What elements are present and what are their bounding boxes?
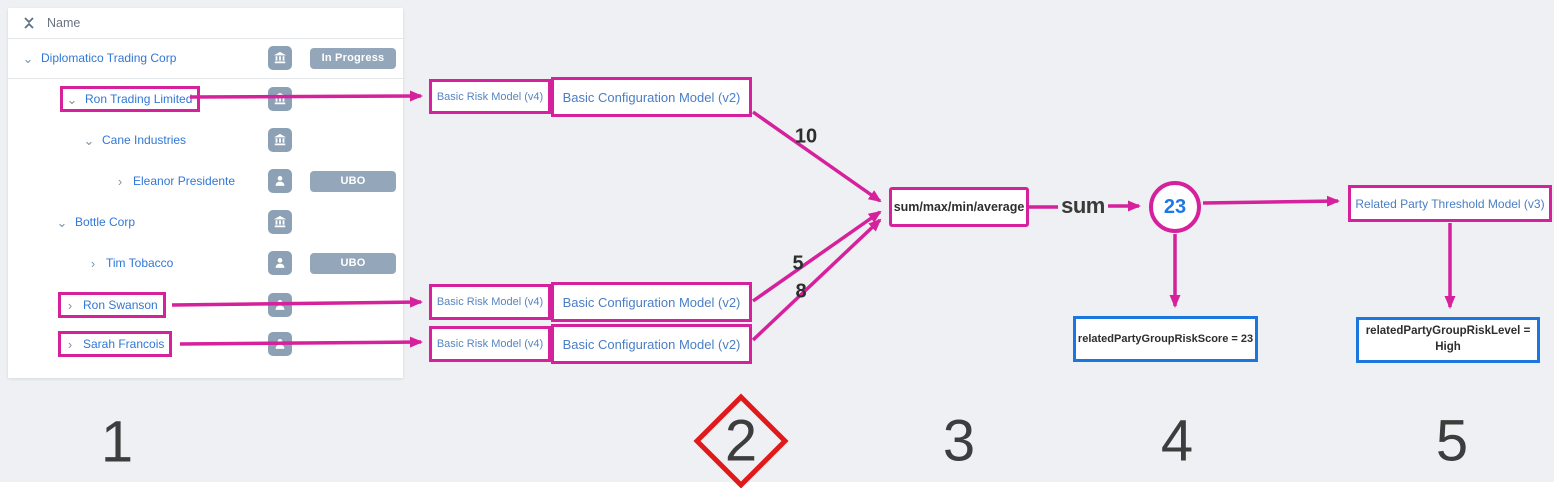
collapse-all-icon[interactable] bbox=[23, 16, 35, 30]
highlight-box: › Sarah Francois bbox=[58, 331, 173, 357]
bottom-strip bbox=[0, 482, 1554, 488]
highlight-box: ⌄ Ron Trading Limited bbox=[60, 86, 201, 112]
entity-name-link[interactable]: Eleanor Presidente bbox=[133, 174, 236, 188]
chevron-down-icon[interactable]: ⌄ bbox=[83, 132, 95, 148]
related-parties-panel: Name ⌄ Diplomatico Trading Corp In Progr… bbox=[8, 8, 403, 378]
entity-name-link[interactable]: Ron Swanson bbox=[83, 298, 158, 312]
aggregate-function-box: sum/max/min/average bbox=[889, 187, 1029, 227]
ubo-badge: UBO bbox=[310, 252, 396, 274]
step-number-4: 4 bbox=[1160, 408, 1194, 474]
step-number-1: 1 bbox=[100, 409, 134, 475]
edge-value-5: 5 bbox=[792, 252, 804, 275]
tree-row-sarah-francois[interactable]: › Sarah Francois bbox=[8, 329, 403, 359]
selected-aggregate-label: sum bbox=[1061, 193, 1105, 218]
edge-value-10: 10 bbox=[794, 125, 818, 148]
tree-row-eleanor-presidente[interactable]: › Eleanor Presidente UBO bbox=[8, 166, 403, 196]
risk-model-box-ron-swanson: Basic Risk Model (v4) bbox=[429, 284, 551, 320]
chevron-right-icon[interactable]: › bbox=[117, 173, 123, 189]
edge-value-8: 8 bbox=[795, 280, 807, 303]
person-icon bbox=[268, 293, 292, 317]
chevron-right-icon[interactable]: › bbox=[90, 255, 96, 271]
entity-name-link[interactable]: Tim Tobacco bbox=[106, 256, 174, 270]
chevron-down-icon[interactable]: ⌄ bbox=[66, 91, 78, 107]
step-number-2: 2 bbox=[724, 408, 758, 474]
risk-level-output-box: relatedPartyGroupRiskLevel = High bbox=[1356, 317, 1540, 363]
name-column-header: Name bbox=[47, 16, 81, 30]
risk-model-box-ron-trading: Basic Risk Model (v4) bbox=[429, 79, 551, 114]
person-icon bbox=[268, 169, 292, 193]
chevron-down-icon[interactable]: ⌄ bbox=[22, 50, 34, 66]
building-icon bbox=[268, 210, 292, 234]
chevron-right-icon[interactable]: › bbox=[67, 297, 73, 313]
chevron-right-icon[interactable]: › bbox=[67, 336, 73, 352]
threshold-model-box: Related Party Threshold Model (v3) bbox=[1348, 185, 1552, 222]
tree-row-tim-tobacco[interactable]: › Tim Tobacco UBO bbox=[8, 248, 403, 278]
tree-row-cane-industries[interactable]: ⌄ Cane Industries bbox=[8, 125, 403, 155]
tree-row-ron-trading-limited[interactable]: ⌄ Ron Trading Limited bbox=[8, 84, 403, 114]
building-icon bbox=[268, 87, 292, 111]
risk-model-box-sarah-francois: Basic Risk Model (v4) bbox=[429, 326, 551, 362]
building-icon bbox=[268, 128, 292, 152]
entity-name-link[interactable]: Sarah Francois bbox=[83, 337, 165, 351]
highlight-box: › Ron Swanson bbox=[58, 292, 166, 318]
divider bbox=[8, 38, 403, 39]
entity-name-link[interactable]: Ron Trading Limited bbox=[85, 92, 193, 106]
config-model-box-ron-swanson: Basic Configuration Model (v2) bbox=[551, 282, 752, 322]
tree-row-diplomatico-trading-corp[interactable]: ⌄ Diplomatico Trading Corp In Progress bbox=[8, 43, 403, 73]
config-model-box-sarah-francois: Basic Configuration Model (v2) bbox=[551, 324, 752, 364]
divider bbox=[8, 78, 403, 79]
person-icon bbox=[268, 332, 292, 356]
risk-score-output-box: relatedPartyGroupRiskScore = 23 bbox=[1073, 316, 1258, 362]
group-score-circle: 23 bbox=[1149, 181, 1201, 233]
tree-row-bottle-corp[interactable]: ⌄ Bottle Corp bbox=[8, 207, 403, 237]
entity-name-link[interactable]: Diplomatico Trading Corp bbox=[41, 51, 177, 65]
chevron-down-icon[interactable]: ⌄ bbox=[56, 214, 68, 230]
entity-name-link[interactable]: Cane Industries bbox=[102, 133, 187, 147]
ubo-badge: UBO bbox=[310, 170, 396, 192]
tree-row-ron-swanson[interactable]: › Ron Swanson bbox=[8, 290, 403, 320]
step-number-5: 5 bbox=[1435, 408, 1469, 474]
building-icon bbox=[268, 46, 292, 70]
entity-name-link[interactable]: Bottle Corp bbox=[75, 215, 136, 229]
status-badge: In Progress bbox=[310, 47, 396, 69]
person-icon bbox=[268, 251, 292, 275]
tree-header: Name bbox=[8, 8, 403, 38]
config-model-box-ron-trading: Basic Configuration Model (v2) bbox=[551, 77, 752, 117]
step-number-3: 3 bbox=[942, 408, 976, 474]
